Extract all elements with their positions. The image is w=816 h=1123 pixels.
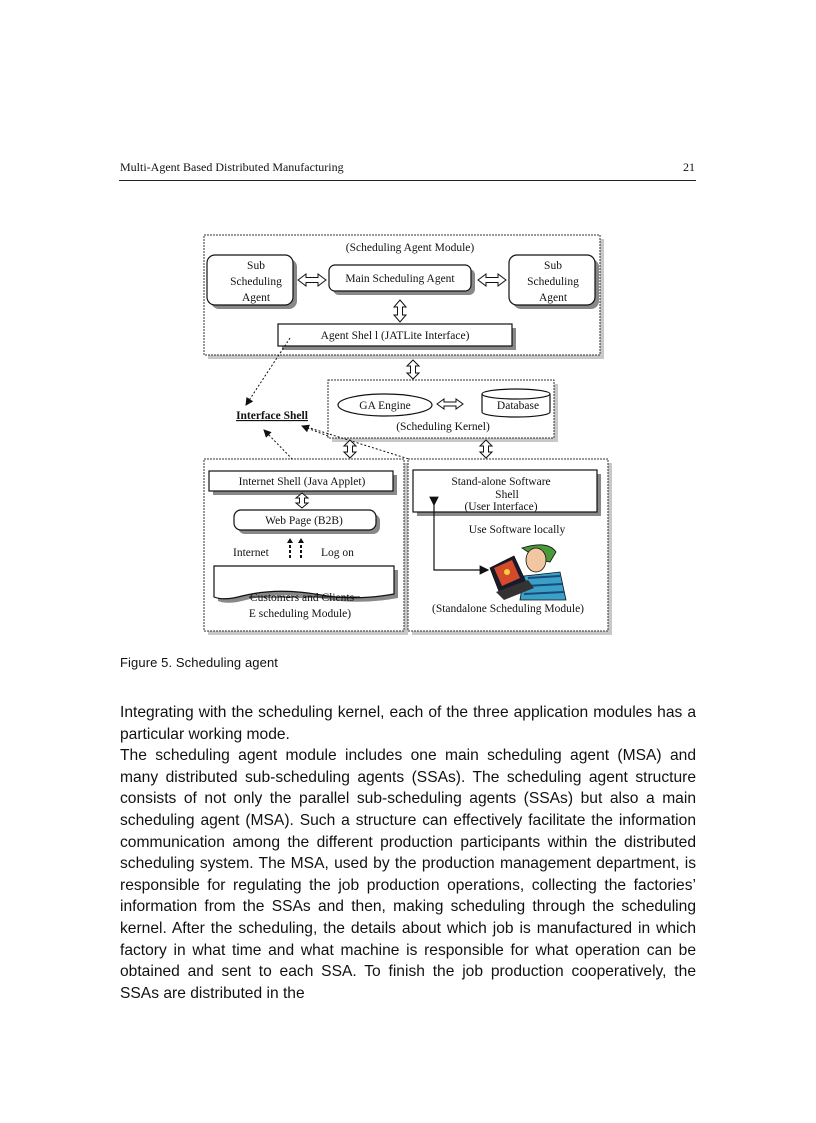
internet-shell-label: Internet Shell (Java Applet) <box>239 476 366 488</box>
double-arrow-main-to-shell <box>392 299 408 323</box>
interface-shell-label: Interface Shell <box>236 410 308 422</box>
double-arrow-left <box>297 273 327 287</box>
figure-caption: Figure 5. Scheduling agent <box>120 655 278 670</box>
agent-shell-label: Agent Shel l (JATLite Interface) <box>321 330 470 342</box>
log-on-arrows <box>287 538 304 558</box>
main-scheduling-agent-label: Main Scheduling Agent <box>345 273 455 285</box>
running-title: Multi-Agent Based Distributed Manufactur… <box>120 160 344 174</box>
log-on-label: Log on <box>321 547 354 559</box>
database-cylinder: Database <box>481 388 551 418</box>
sub-agent-right-line1: Sub <box>544 260 562 272</box>
sub-agent-right-line2: Scheduling <box>527 276 579 288</box>
sub-agent-right-line3: Agent <box>539 292 568 304</box>
double-arrow-kernel-to-internet <box>342 439 358 459</box>
customers-document-shape <box>213 565 398 603</box>
standalone-scheduling-module: Stand-alone Software Shell (User Interfa… <box>407 458 612 635</box>
sub-scheduling-agent-left: Sub Scheduling Agent <box>206 254 297 309</box>
sub-agent-left-line2: Scheduling <box>230 276 282 288</box>
sub-scheduling-agent-right: Sub Scheduling Agent <box>508 254 599 309</box>
customers-and-clients-label: Customers and Clients <box>250 592 355 604</box>
standalone-shell-line3: (User Interface) <box>464 501 537 513</box>
paragraph: Integrating with the scheduling kernel, … <box>120 704 696 743</box>
standalone-shell-line1: Stand-alone Software <box>451 476 550 488</box>
running-header: Multi-Agent Based Distributed Manufactur… <box>119 158 696 181</box>
sub-agent-left-line1: Sub <box>247 260 265 272</box>
scheduling-agent-module: (Scheduling Agent Module) <box>203 234 604 359</box>
double-arrow-right <box>477 273 507 287</box>
web-page-label: Web Page (B2B) <box>265 515 343 527</box>
internet-label: Internet <box>233 547 270 559</box>
database-label: Database <box>497 400 539 412</box>
agent-shell: Agent Shel l (JATLite Interface) <box>277 323 516 350</box>
computer-user-clipart <box>489 544 567 601</box>
double-arrow-kernel-to-standalone <box>478 439 494 459</box>
scheduling-kernel-label: (Scheduling Kernel) <box>396 421 490 433</box>
body-text: Integrating with the scheduling kernel, … <box>120 702 696 1004</box>
use-software-locally-label: Use Software locally <box>469 524 566 536</box>
scheduling-agent-module-label: (Scheduling Agent Module) <box>346 242 475 254</box>
interface-shell-pointers <box>245 337 413 466</box>
paragraph: The scheduling agent module includes one… <box>120 747 696 1002</box>
scheduling-kernel: GA Engine Database (Scheduling Kernel) <box>327 379 558 442</box>
sub-agent-left-line3: Agent <box>242 292 271 304</box>
ga-engine-label: GA Engine <box>359 400 410 412</box>
page-number: 21 <box>683 160 695 174</box>
main-scheduling-agent: Main Scheduling Agent <box>328 264 475 295</box>
standalone-module-label: (Standalone Scheduling Module) <box>432 603 584 615</box>
standalone-shell-line2: Shell <box>495 489 519 501</box>
e-scheduling-module: Internet Shell (Java Applet) Web Page (B… <box>203 458 408 635</box>
double-arrow-module-to-kernel <box>405 359 421 380</box>
e-scheduling-module-label: E scheduling Module) <box>249 608 351 620</box>
